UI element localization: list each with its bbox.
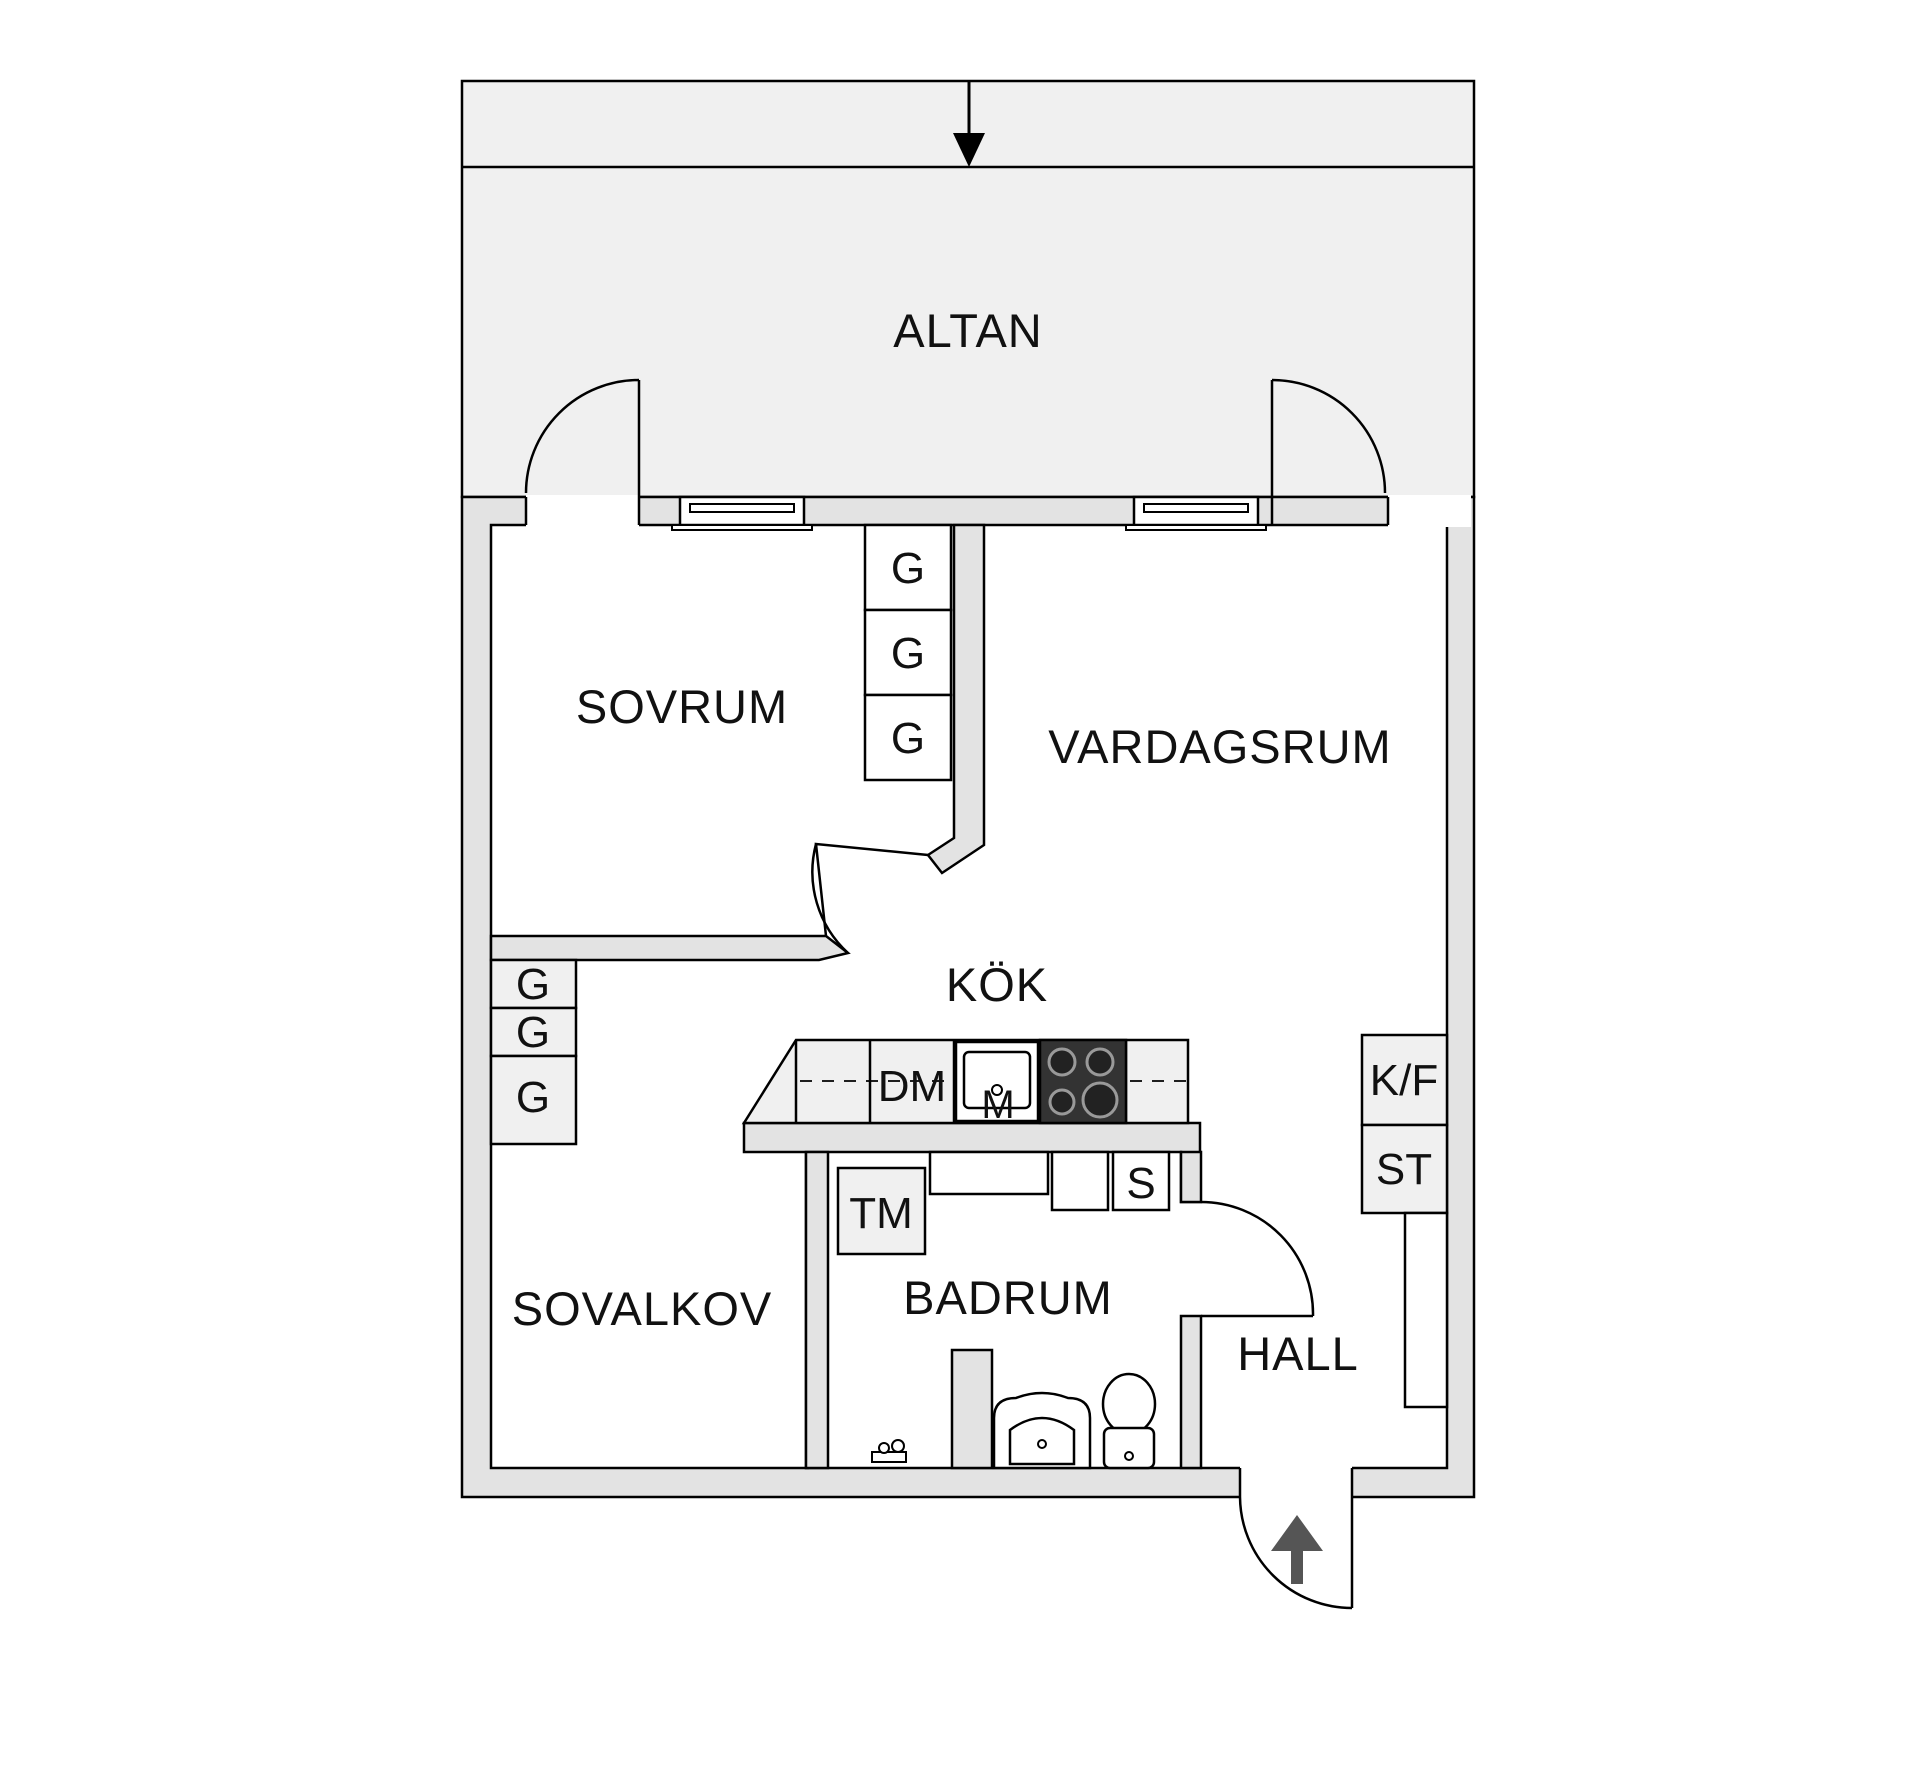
microwave-label: M xyxy=(981,1083,1014,1127)
room-label-vardagsrum: VARDAGSRUM xyxy=(1048,720,1391,773)
wardrobe-label: G xyxy=(891,629,925,678)
window-vardagsrum xyxy=(1125,495,1267,531)
terrace-direction-arrow xyxy=(953,81,985,167)
room-label-sovrum: SOVRUM xyxy=(576,680,788,733)
window-sovrum xyxy=(671,495,813,531)
wardrobes-sovalkov xyxy=(489,958,578,1146)
interior-walls xyxy=(489,523,1203,1470)
wardrobe-label: G xyxy=(891,544,925,593)
shower-mixer xyxy=(871,1439,907,1463)
room-label-badrum: BADRUM xyxy=(903,1271,1113,1324)
door-openings xyxy=(524,380,1471,1500)
stove xyxy=(1038,1038,1128,1125)
wardrobe-label: G xyxy=(516,960,550,1009)
dishwasher-label: DM xyxy=(878,1062,946,1111)
wardrobe-label: G xyxy=(891,714,925,763)
bathroom-cabinets xyxy=(928,1150,1171,1212)
washing-machine xyxy=(836,1166,927,1256)
wardrobe-label: G xyxy=(516,1008,550,1057)
entry-arrow xyxy=(1271,1515,1323,1584)
wardrobe-label: G xyxy=(516,1073,550,1122)
wardrobes-sovrum xyxy=(863,523,953,782)
sink xyxy=(954,1040,1040,1123)
toilet xyxy=(1101,1372,1157,1470)
room-label-kok: KÖK xyxy=(946,958,1048,1011)
dryer-cabinet-label: S xyxy=(1126,1159,1155,1208)
closet xyxy=(1360,1123,1449,1409)
bathroom-sink xyxy=(992,1391,1092,1470)
washing-machine-label: TM xyxy=(849,1189,913,1238)
room-label-altan: ALTAN xyxy=(893,304,1043,357)
room-label-hall: HALL xyxy=(1237,1327,1359,1380)
closet-label: ST xyxy=(1376,1145,1432,1194)
door-swings xyxy=(524,378,1387,1610)
room-label-sovalkov: SOVALKOV xyxy=(512,1282,773,1335)
fridge-freezer-label: K/F xyxy=(1370,1056,1438,1105)
